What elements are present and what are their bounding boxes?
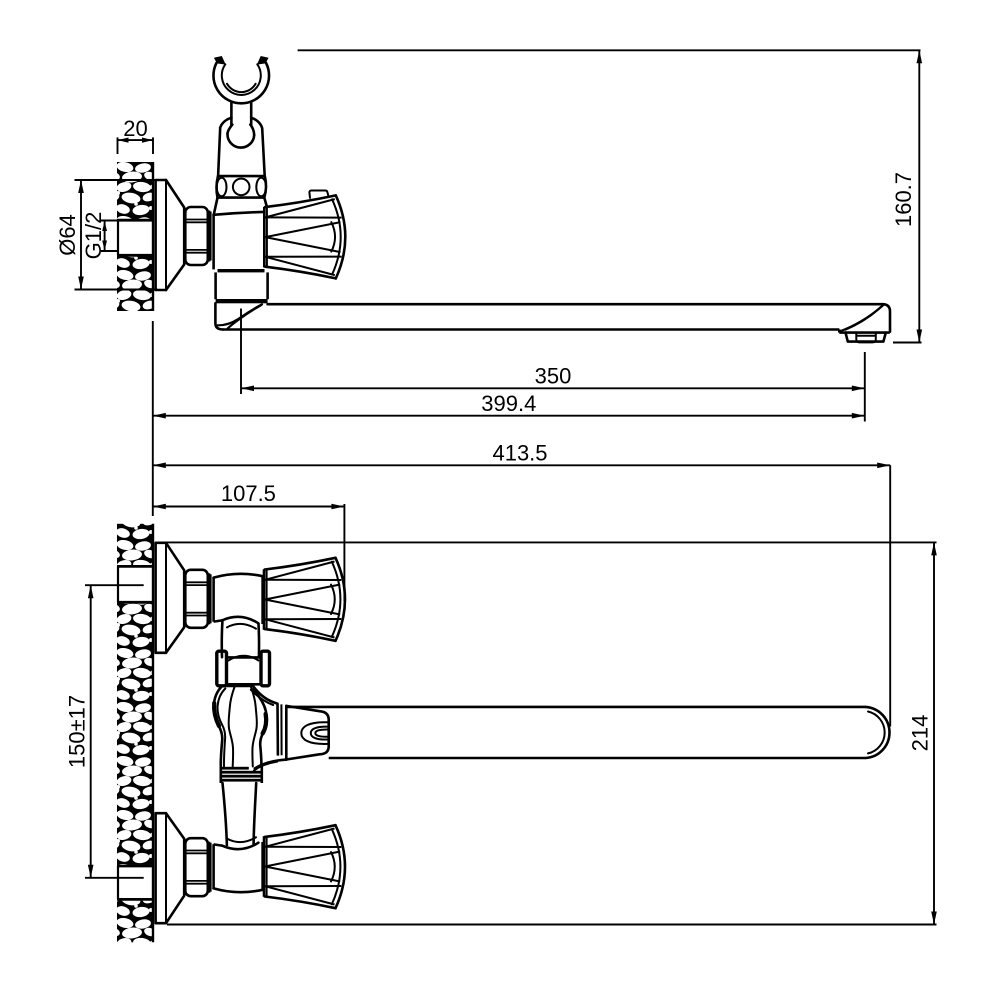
svg-text:399.4: 399.4: [481, 391, 536, 416]
svg-text:Ø64: Ø64: [55, 214, 80, 256]
svg-text:350: 350: [535, 363, 572, 388]
svg-text:413.5: 413.5: [492, 440, 547, 465]
svg-text:20: 20: [123, 116, 147, 141]
svg-text:160.7: 160.7: [891, 172, 916, 227]
svg-text:214: 214: [908, 715, 933, 752]
svg-text:G1/2: G1/2: [81, 212, 106, 260]
svg-text:107.5: 107.5: [221, 481, 276, 506]
svg-text:150±17: 150±17: [65, 695, 90, 768]
